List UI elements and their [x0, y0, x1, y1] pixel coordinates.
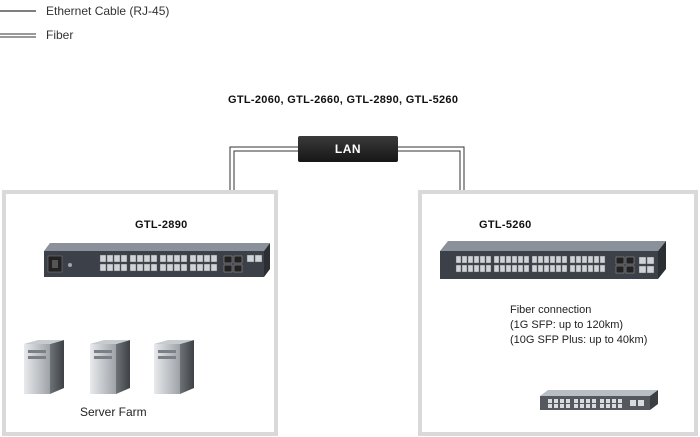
fiber-line-3: (10G SFP Plus: up to 40km): [510, 334, 648, 346]
gtl-2890-ports: [99, 254, 218, 272]
server-farm-label: Server Farm: [80, 405, 147, 419]
server-3: [154, 340, 194, 394]
lan-label: LAN: [334, 142, 362, 156]
lan-box: LAN: [298, 136, 398, 162]
legend-ethernet-label: Ethernet Cable (RJ-45): [46, 4, 170, 18]
server-2: [90, 340, 130, 394]
server-1: [24, 340, 64, 394]
left-panel: [2, 190, 278, 436]
gtl-5260-label: GTL-5260: [479, 219, 532, 231]
fiber-connection-text: Fiber connection (1G SFP: up to 120km) (…: [510, 303, 647, 348]
gtl-5260-ports: [455, 255, 606, 273]
fiber-line-1: Fiber connection: [510, 304, 592, 316]
right-panel: [418, 190, 698, 436]
legend-fiber-label: Fiber: [46, 28, 74, 42]
gtl-2890-label: GTL-2890: [135, 219, 188, 231]
models-heading: GTL-2060, GTL-2660, GTL-2890, GTL-5260: [228, 94, 459, 106]
fiber-line-2: (1G SFP: up to 120km): [510, 319, 624, 331]
